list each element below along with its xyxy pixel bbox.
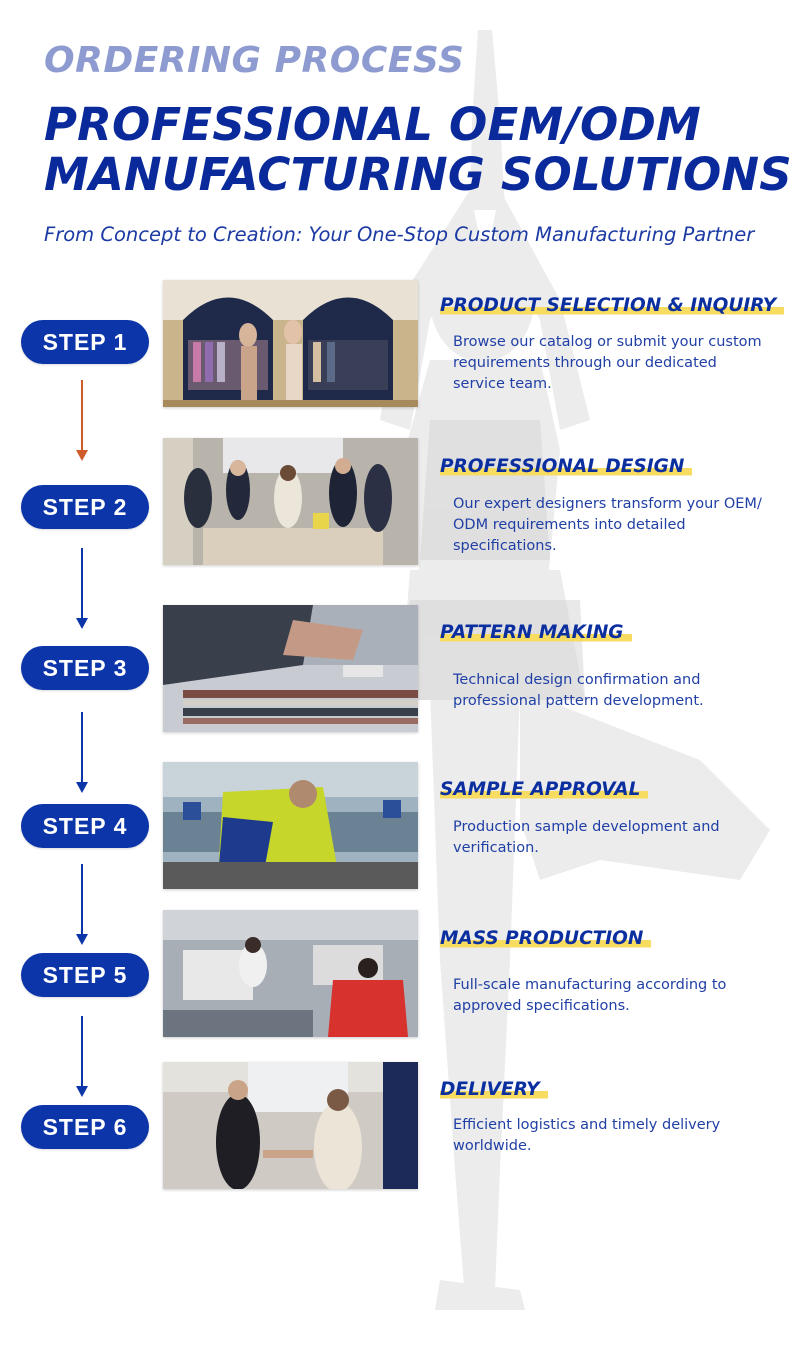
step-2-title: PROFESSIONAL DESIGN <box>440 456 693 477</box>
step-1-title: PRODUCT SELECTION & INQUIRY <box>440 295 785 316</box>
step-6-description: Efficient logistics and timely delivery … <box>453 1117 721 1154</box>
factory-floor-photo <box>163 910 418 1037</box>
page-headline: PROFESSIONAL OEM/ODM MANUFACTURING SOLUT… <box>44 98 790 201</box>
page-tagline: From Concept to Creation: Your One-Stop … <box>44 223 755 246</box>
step-2-description: Our expert designers transform your OEM/… <box>453 496 762 554</box>
headline-line-1: PROFESSIONAL OEM/ODM <box>44 98 702 151</box>
step-3-badge: STEP 3 <box>21 646 149 690</box>
pattern-cutting-photo <box>163 605 418 732</box>
arrow-down-icon <box>76 864 88 945</box>
arrow-down-icon <box>76 548 88 629</box>
step-1-description: Browse our catalog or submit your custom… <box>453 334 762 392</box>
step-5-badge: STEP 5 <box>21 953 149 997</box>
handshake-photo <box>163 1062 418 1189</box>
step-5-description: Full-scale manufacturing according to ap… <box>453 977 727 1014</box>
step-4-description: Production sample development and verifi… <box>453 819 720 856</box>
step-5-title: MASS PRODUCTION <box>440 928 652 949</box>
design-team-photo <box>163 438 418 565</box>
step-1-badge: STEP 1 <box>21 320 149 364</box>
step-3-description: Technical design confirmation and profes… <box>453 672 704 709</box>
step-4-title: SAMPLE APPROVAL <box>440 779 649 800</box>
section-eyebrow: ORDERING PROCESS <box>44 40 465 81</box>
headline-line-2: MANUFACTURING SOLUTIONS <box>44 148 790 201</box>
arrow-down-icon <box>76 1016 88 1097</box>
sample-workshop-photo <box>163 762 418 889</box>
arrow-down-icon <box>76 712 88 793</box>
step-4-badge: STEP 4 <box>21 804 149 848</box>
showroom-photo <box>163 280 418 407</box>
step-2-badge: STEP 2 <box>21 485 149 529</box>
step-6-badge: STEP 6 <box>21 1105 149 1149</box>
arrow-down-icon <box>76 380 88 461</box>
step-6-title: DELIVERY <box>440 1079 548 1100</box>
step-3-title: PATTERN MAKING <box>440 622 632 643</box>
